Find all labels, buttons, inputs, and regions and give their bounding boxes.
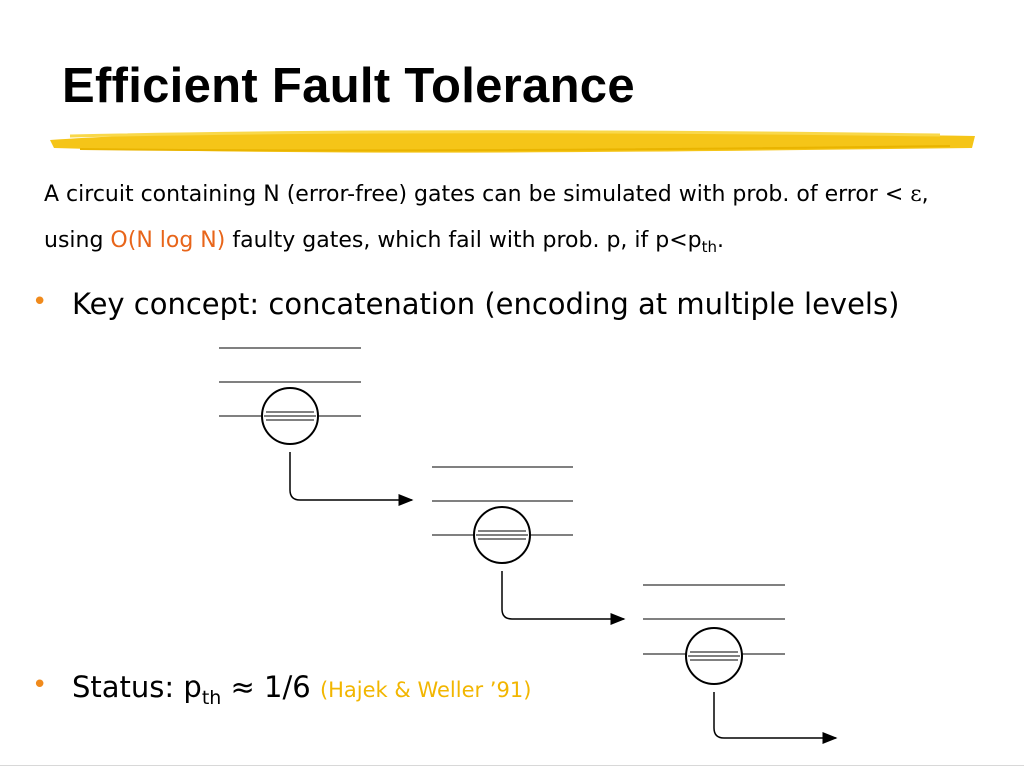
status-label: Status: p — [72, 670, 202, 704]
intro-statement: A circuit containing N (error-free) gate… — [44, 172, 994, 270]
threshold-subscript: th — [701, 238, 717, 256]
encoding-level-2 — [432, 466, 626, 625]
slide-bottom-border — [0, 765, 1024, 766]
bullet-key-concept-text: Key concept: concatenation (encoding at … — [72, 287, 900, 321]
citation: (Hajek & Weller ’91) — [319, 678, 532, 702]
epsilon-symbol: ε — [910, 182, 922, 207]
complexity-highlight: O(N log N) — [110, 228, 226, 253]
intro-text-3: faulty gates, which fail with prob. p, i… — [225, 228, 702, 253]
intro-text-2: , using — [44, 182, 929, 253]
intro-text-1: A circuit containing N (error-free) gate… — [44, 182, 911, 207]
bullet-status-text: Status: pth ≈ 1/6 (Hajek & Weller ’91) — [72, 670, 531, 709]
status-value: ≈ 1/6 — [221, 670, 320, 704]
encoding-level-1 — [219, 347, 414, 506]
bullet-marker: • — [32, 670, 48, 700]
slide-title: Efficient Fault Tolerance — [62, 59, 635, 113]
title-underline-brushstroke — [50, 130, 975, 153]
intro-period: . — [717, 228, 724, 253]
encoding-level-3 — [643, 584, 838, 744]
status-subscript: th — [201, 687, 222, 709]
bullet-marker: • — [32, 287, 48, 317]
